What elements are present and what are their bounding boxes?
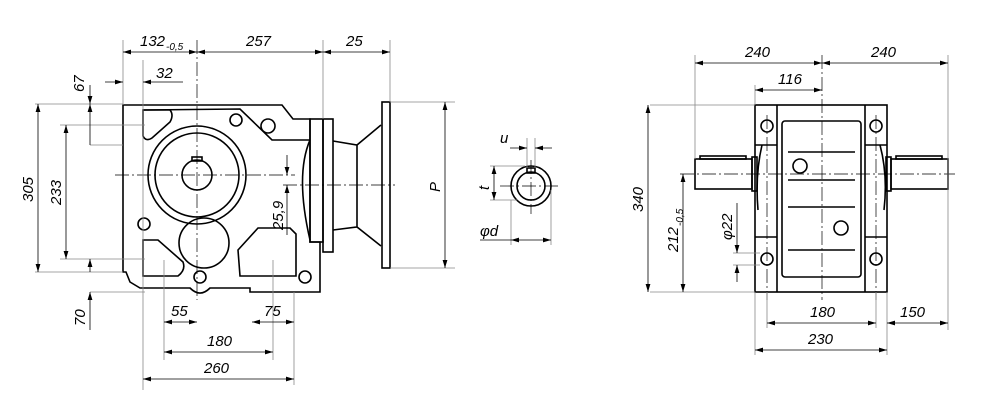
flange-ring bbox=[322, 118, 334, 253]
dim-180-side: 180 bbox=[810, 304, 836, 321]
shaft-section: u t φd bbox=[476, 130, 560, 245]
dim-P: P bbox=[427, 182, 444, 192]
plug-hole bbox=[792, 158, 808, 174]
front-view: 132 -0,5 257 25 32 67 305 233 25,9 70 P … bbox=[20, 33, 455, 390]
bolt-hole bbox=[137, 217, 151, 231]
cavity-bottom-right bbox=[237, 227, 297, 277]
dim-212: 212 bbox=[665, 226, 682, 253]
dim-240-left: 240 bbox=[744, 44, 771, 61]
flange bbox=[309, 118, 324, 243]
dim-25: 25 bbox=[345, 33, 363, 50]
dim-75: 75 bbox=[264, 303, 281, 320]
dim-240-right: 240 bbox=[870, 44, 897, 61]
dim-132: 132 bbox=[140, 33, 166, 50]
cover-panel bbox=[781, 120, 862, 278]
bolt-hole bbox=[193, 270, 207, 284]
cavity-top-left bbox=[142, 109, 173, 141]
dim-25-9: 25,9 bbox=[270, 200, 287, 231]
right-key bbox=[895, 155, 943, 160]
dim-257: 257 bbox=[245, 33, 272, 50]
dim-55: 55 bbox=[171, 303, 188, 320]
dim-phi22: φ22 bbox=[719, 213, 736, 240]
dim-340: 340 bbox=[630, 186, 647, 212]
dim-233: 233 bbox=[48, 179, 65, 206]
dim-305: 305 bbox=[20, 176, 37, 202]
dim-150: 150 bbox=[900, 304, 926, 321]
dim-70: 70 bbox=[72, 309, 89, 326]
dim-260: 260 bbox=[203, 360, 230, 377]
left-key bbox=[699, 155, 747, 160]
dim-t: t bbox=[476, 185, 493, 190]
dim-230: 230 bbox=[807, 331, 834, 348]
dim-132-tolerance: -0,5 bbox=[166, 42, 184, 53]
lower-gear-circle bbox=[178, 217, 230, 269]
dim-32: 32 bbox=[156, 65, 173, 82]
plug-hole bbox=[833, 220, 849, 236]
side-view: 240 240 116 340 212 -0,5 φ22 180 150 230 bbox=[630, 44, 955, 355]
dim-67: 67 bbox=[71, 75, 88, 92]
motor-adapter bbox=[332, 124, 382, 247]
bolt-hole bbox=[298, 270, 312, 284]
housing-side bbox=[754, 104, 888, 293]
dim-d: φd bbox=[480, 223, 499, 240]
bolt-hole bbox=[260, 118, 276, 134]
dim-116: 116 bbox=[778, 71, 803, 88]
housing-inner bbox=[142, 108, 311, 241]
dim-u: u bbox=[500, 130, 509, 147]
cavity-bottom-left bbox=[142, 239, 185, 277]
bolt-hole bbox=[229, 113, 243, 127]
dim-212-tolerance: -0,5 bbox=[675, 208, 686, 226]
dim-180: 180 bbox=[207, 333, 233, 350]
